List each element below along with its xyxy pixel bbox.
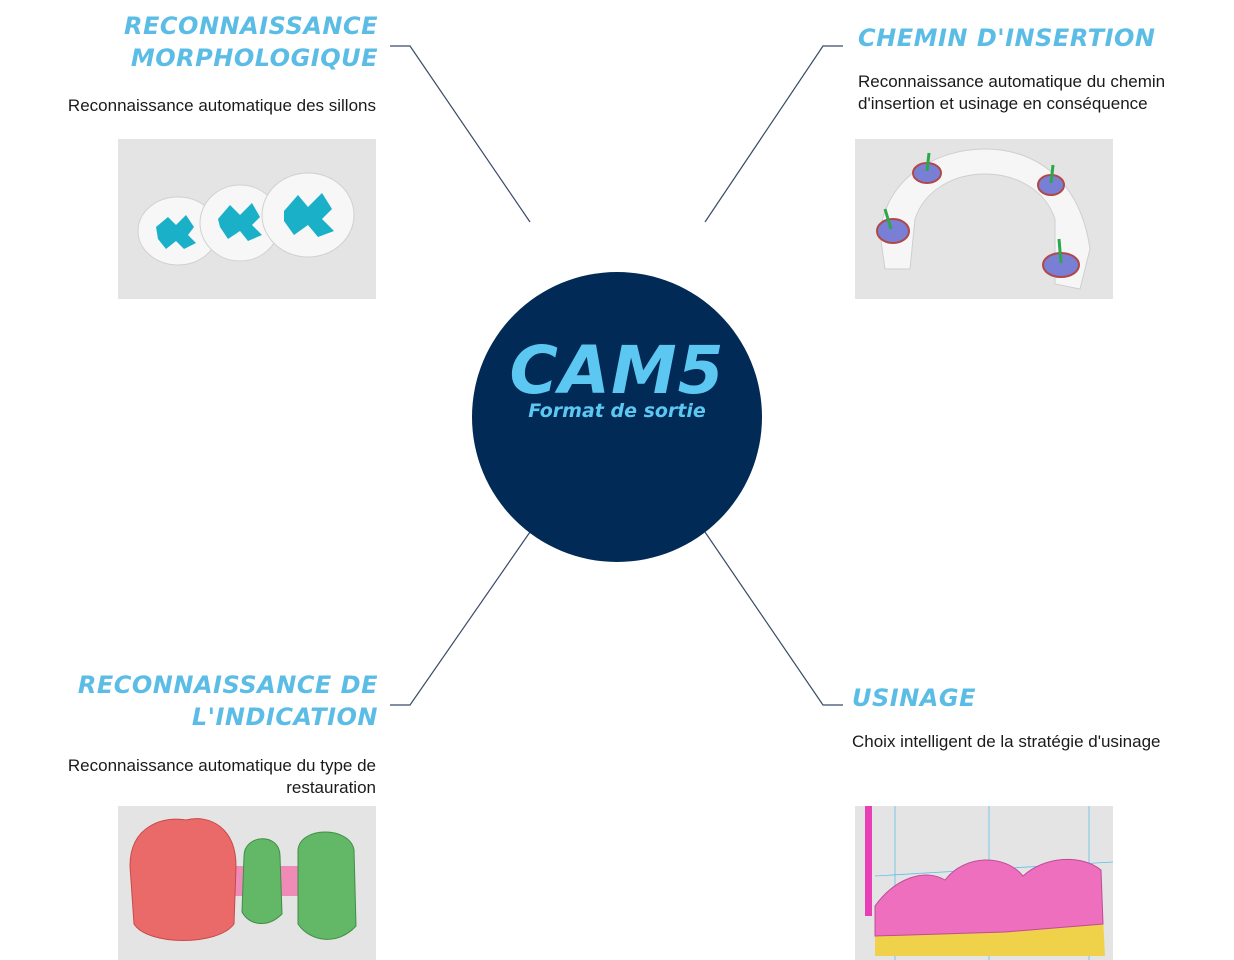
- milling-toolpath-image: [855, 806, 1113, 960]
- indication-description-line2: restauration: [286, 778, 376, 797]
- indication-description: Reconnaissance automatique du type de re…: [0, 755, 376, 799]
- tooth-fissures-image: [118, 139, 376, 299]
- indication-heading-line2: L'INDICATION: [191, 703, 378, 731]
- machining-description: Choix intelligent de la stratégie d'usin…: [852, 732, 1161, 751]
- insertion-description-line2: d'insertion et usinage en conséquence: [858, 94, 1148, 113]
- morphology-heading-line2: MORPHOLOGIQUE: [130, 44, 378, 72]
- connector-bottom-right: [704, 531, 843, 706]
- connector-bottom-left: [390, 531, 531, 706]
- cam5-hub: CAM5 Format de sortie: [472, 272, 762, 562]
- hub-subtitle: Format de sortie: [528, 400, 706, 422]
- insertion-description-line1: Reconnaissance automatique du chemin: [858, 72, 1166, 91]
- machining-heading: USINAGE: [852, 684, 976, 712]
- morphology-heading-line1: RECONNAISSANCE: [124, 12, 378, 40]
- connector-top-left: [390, 45, 531, 223]
- bridge-restoration-image: [118, 806, 376, 960]
- indication-heading: RECONNAISSANCE DE L'INDICATION: [40, 669, 378, 733]
- morphology-description: Reconnaissance automatique des sillons: [67, 96, 376, 115]
- insertion-description: Reconnaissance automatique du chemin d'i…: [858, 71, 1228, 115]
- morphology-heading: RECONNAISSANCE MORPHOLOGIQUE: [40, 10, 378, 74]
- dental-arch-insertion-image: [855, 139, 1113, 299]
- hub-title: CAM5: [509, 332, 725, 409]
- indication-description-line1: Reconnaissance automatique du type de: [67, 756, 376, 775]
- indication-heading-line1: RECONNAISSANCE DE: [77, 671, 378, 699]
- connector-top-right: [704, 45, 843, 223]
- insertion-heading: CHEMIN D'INSERTION: [858, 24, 1156, 52]
